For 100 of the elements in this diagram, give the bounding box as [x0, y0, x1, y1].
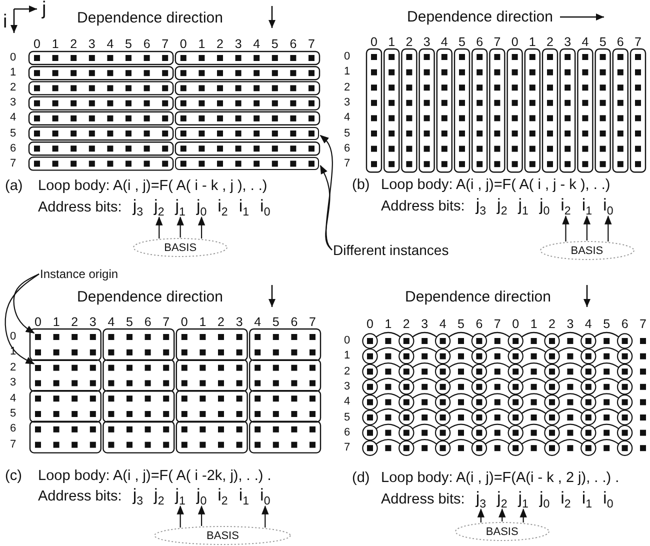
basis-label: BASIS: [486, 526, 518, 538]
address-bit: i$_{2}$: [218, 198, 228, 216]
column-index: 1: [52, 38, 59, 50]
column-index: 2: [70, 38, 78, 50]
column-index: 7: [309, 316, 316, 328]
column-index: 3: [564, 36, 572, 48]
column-index: 2: [71, 316, 78, 328]
row-index: 5: [10, 128, 16, 139]
row-index: 5: [344, 128, 350, 139]
row-index: 3: [10, 378, 16, 389]
address-bit: j$_{1}$: [175, 486, 186, 506]
address-bit: i$_{2}$: [560, 490, 571, 508]
address-bit: i$_{1}$: [238, 198, 250, 216]
arrow: [198, 505, 206, 526]
column-index: 4: [439, 318, 446, 330]
row-index: 2: [10, 362, 16, 374]
address-bit: i$_{1}$: [238, 486, 250, 506]
row-index: 6: [10, 424, 16, 435]
arrow: [604, 215, 612, 242]
loop-body-formula: Loop body: A(i , j)=F(A(i - k , 2 j), . .) .: [381, 470, 620, 486]
address-bit: i$_{0}$: [603, 490, 614, 508]
address-bits-label: Address bits:: [381, 492, 465, 509]
column-index: 0: [180, 316, 188, 328]
address-bits-label: Address bits:: [38, 200, 122, 217]
column-index: 5: [458, 36, 466, 48]
arrow: [176, 505, 184, 528]
column-index: 6: [616, 36, 624, 48]
address-bit: j$_{3}$: [476, 196, 486, 216]
arrow: [520, 508, 527, 522]
column-index: 6: [290, 38, 297, 50]
panel-letter: (c): [5, 468, 22, 484]
address-bit: j$_{3}$: [476, 490, 486, 508]
row-index: 0: [10, 332, 16, 342]
column-index: 7: [308, 38, 315, 50]
row-index: 6: [344, 143, 350, 154]
column-index: 1: [388, 36, 396, 48]
instance-outline: [175, 157, 320, 170]
address-bits-label: Address bits:: [38, 490, 122, 506]
row-index: 1: [344, 350, 350, 362]
column-index: 3: [236, 316, 243, 328]
address-bit: i$_{2}$: [218, 486, 228, 506]
column-index: 2: [548, 318, 556, 330]
column-index: 3: [423, 36, 430, 48]
callout-text: Different instances: [333, 243, 449, 257]
basis-label: BASIS: [206, 530, 239, 542]
leader-line: [320, 164, 332, 250]
heading: Dependence direction: [407, 10, 553, 24]
row-index: 4: [344, 112, 350, 124]
address-bit: j$_{2}$: [154, 486, 164, 506]
row-index: 6: [344, 427, 350, 438]
axis-label: i: [3, 12, 8, 32]
column-index: 4: [254, 316, 262, 328]
column-index: 6: [290, 316, 298, 328]
column-index: 6: [143, 38, 150, 50]
address-bit: j$_{3}$: [132, 486, 144, 506]
column-index: 6: [621, 318, 628, 330]
column-index: 1: [528, 36, 536, 48]
address-bit: i$_{1}$: [582, 490, 592, 508]
arrow: [583, 215, 591, 240]
column-index: 0: [512, 318, 520, 330]
column-index: 4: [253, 38, 260, 50]
column-index: 7: [640, 318, 646, 330]
heading: Dependence direction: [77, 10, 223, 26]
column-index: 3: [234, 38, 242, 50]
column-index: 6: [476, 36, 484, 48]
column-index: 2: [216, 38, 224, 50]
row-index: 0: [10, 52, 16, 64]
address-bit: j$_{0}$: [196, 486, 207, 506]
column-index: 0: [511, 36, 518, 48]
column-index: 7: [634, 36, 642, 48]
row-index: 4: [10, 393, 16, 404]
address-bits-label: Address bits:: [381, 200, 465, 216]
row-index: 7: [10, 439, 16, 450]
column-index: 0: [34, 38, 40, 50]
column-index: 5: [599, 36, 606, 48]
column-index: 7: [162, 38, 169, 50]
arrow: [562, 215, 570, 242]
row-index: 6: [10, 143, 16, 154]
address-bit: j$_{3}$: [132, 198, 144, 216]
column-index: 2: [402, 318, 410, 330]
row-index: 7: [10, 158, 16, 170]
column-index: 3: [566, 318, 574, 330]
column-index: 6: [144, 316, 152, 328]
row-index: 4: [344, 396, 350, 408]
address-bit: j$_{2}$: [497, 490, 508, 508]
column-index: 2: [218, 316, 224, 328]
column-index: 7: [162, 316, 170, 328]
column-index: 7: [494, 36, 501, 48]
column-index: 3: [88, 38, 96, 50]
row-index: 7: [344, 442, 350, 454]
address-bit: i$_{1}$: [582, 196, 592, 216]
column-index: 4: [584, 318, 592, 330]
column-index: 0: [180, 38, 187, 50]
address-bit: i$_{0}$: [260, 198, 270, 216]
arrow: [198, 216, 206, 238]
column-index: 4: [582, 36, 589, 48]
address-bit: j$_{1}$: [518, 196, 528, 216]
column-index: 4: [440, 36, 448, 48]
column-index: 5: [458, 318, 464, 330]
loop-body-formula: Loop body: A(i , j)=F( A( i - k , j ), . .): [38, 178, 268, 194]
